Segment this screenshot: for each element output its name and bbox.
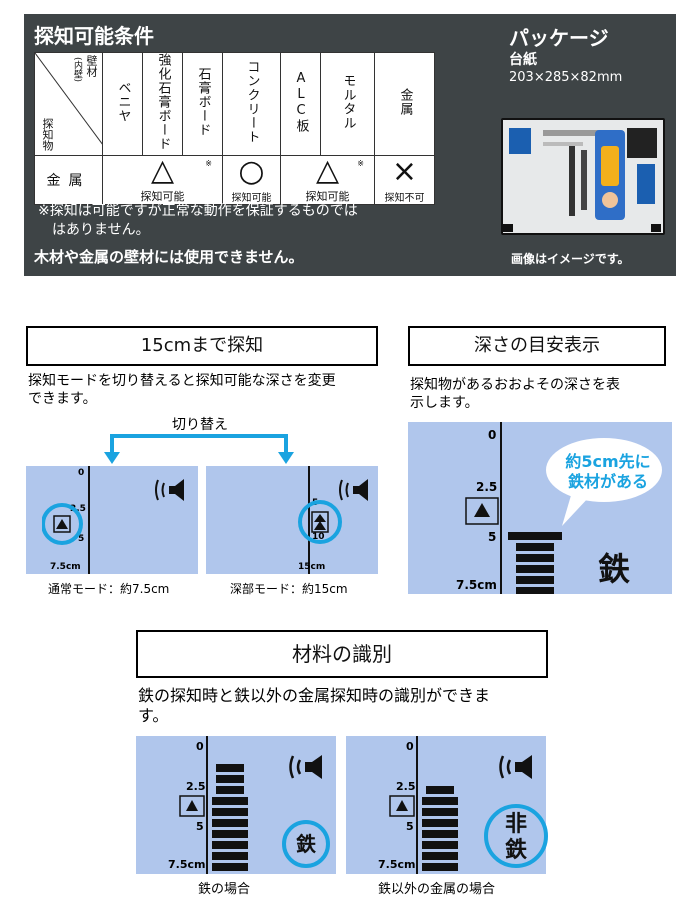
lcd-panel-depth-guide: 0 2.5 5 7.5cm 鉄 約5cm先に 鉄材がある: [408, 422, 672, 594]
speaker-icon: [339, 479, 368, 501]
triangle-marker-icon: [42, 503, 83, 545]
package-material: 台紙: [509, 52, 537, 68]
package-size: 203×285×82mm: [509, 70, 623, 85]
iron-label: 鉄: [598, 550, 631, 588]
corner-top-label: 壁材: [85, 55, 98, 77]
bubble-text: 約5cm先に 鉄材がある: [565, 452, 651, 491]
desc-depth15: 探知モードを切り替えると探知可能な深さを変更 できます。: [28, 373, 336, 407]
conditions-panel: 探知可能条件 壁材 (内壁) 探知物 ベニヤ 強化石膏ボード 石膏ボード コンク…: [24, 14, 676, 276]
speaker-icon: [289, 755, 322, 779]
triangle-marker-icon: [298, 500, 342, 544]
corner-left-label: 探知物: [41, 118, 54, 151]
triangle-marker-icon: [179, 795, 205, 817]
material-header: ALC板: [280, 52, 321, 156]
switch-label: 切り替え: [172, 417, 228, 433]
material-header: 強化石膏ボード: [142, 52, 183, 156]
arrow-switch-icon: [104, 434, 294, 464]
table-corner-cell: 壁材 (内壁) 探知物: [34, 52, 103, 156]
result-cell: ○ 探知可能: [222, 153, 281, 205]
iron-badge: 鉄: [282, 820, 330, 868]
circle-symbol: ○: [238, 153, 265, 189]
lcd-panel-nonferrous: 0 2.5 5 7.5cm 非 鉄: [346, 736, 548, 874]
conditions-note: ※探知は可能ですが正常な動作を保証するものでは はありません。: [38, 203, 358, 238]
heading-depth15: 15cmまで探知: [26, 326, 378, 366]
desc-material: 鉄の探知時と鉄以外の金属探知時の識別ができま す。: [138, 686, 491, 725]
speaker-icon: [499, 755, 532, 779]
caption-iron: 鉄の場合: [198, 882, 251, 897]
desc-depth-guide: 探知物があるおおよその深さを表 示します。: [410, 377, 620, 411]
material-header: ベニヤ: [102, 52, 143, 156]
triangle-marker-icon: [389, 795, 415, 817]
package-title: パッケージ: [509, 26, 609, 50]
material-header: コンクリート: [222, 52, 281, 156]
conditions-title: 探知可能条件: [34, 24, 154, 48]
corner-top-sub-label: (内壁): [72, 57, 82, 83]
triangle-symbol: △: [150, 153, 175, 188]
row-label: 金属: [34, 155, 103, 205]
speaker-icon: [155, 479, 184, 501]
result-cell: ※ △ 探知可能: [102, 153, 223, 205]
lcd-panel-normal: 0 2.5 5 7.5cm: [26, 466, 198, 574]
iron-bars: [508, 532, 562, 594]
caption-normal: 通常モード：約7.5cm: [48, 582, 170, 596]
conditions-warning: 木材や金属の壁材には使用できません。: [34, 248, 304, 266]
heading-material: 材料の識別: [136, 630, 548, 678]
metal-bars: [422, 786, 458, 871]
package-caption: 画像はイメージです。: [511, 252, 630, 266]
caption-deep: 深部モード：約15cm: [230, 582, 348, 596]
speech-bubble: [546, 438, 662, 526]
material-header: モルタル: [320, 52, 375, 156]
lcd-panel-iron: 0 2.5 5 7.5cm 鉄: [136, 736, 336, 874]
package-image: [501, 118, 665, 235]
nonferrous-badge: 非 鉄: [484, 804, 548, 868]
caption-nonferrous: 鉄以外の金属の場合: [378, 882, 496, 897]
cross-symbol: ×: [391, 153, 418, 189]
conditions-table: 壁材 (内壁) 探知物 ベニヤ 強化石膏ボード 石膏ボード コンクリート ALC…: [34, 52, 435, 205]
lcd-panel-deep: 5 10 15cm: [206, 466, 378, 574]
material-header: 金属: [374, 52, 435, 156]
heading-depth-guide: 深さの目安表示: [408, 326, 666, 366]
triangle-symbol: △: [315, 153, 340, 188]
triangle-marker-icon: [465, 497, 499, 525]
result-cell: × 探知不可: [374, 153, 435, 205]
result-cell: ※ △ 探知可能: [280, 153, 375, 205]
material-header: 石膏ボード: [182, 52, 223, 156]
iron-bars: [212, 764, 248, 871]
